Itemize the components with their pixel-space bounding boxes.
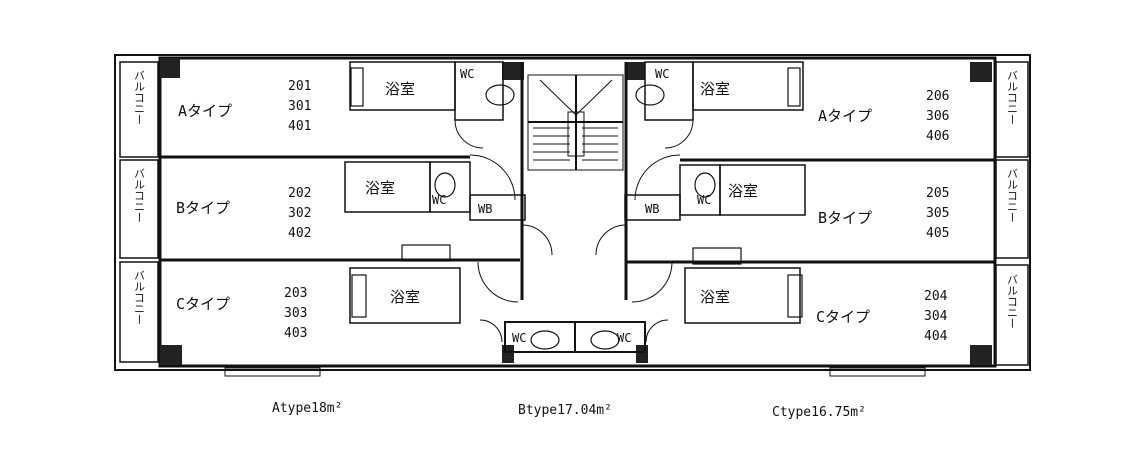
unit-type-label: Cタイプ [176,295,230,313]
unit-type-label: Aタイプ [178,102,232,120]
area-captions: Atype18m² Btype17.04m² Ctype16.75m² [272,401,866,420]
bath-label: 浴室 [365,179,395,197]
room-number: 301 [288,99,311,114]
bath-label: 浴室 [700,288,730,306]
room-number: 206 [926,89,949,104]
fixtures [350,67,803,353]
room-number: 302 [288,206,311,221]
balcony-label: バルコニー [133,270,146,325]
balcony-label: バルコニー [1006,274,1019,329]
unit-type-labels: Aタイプ Bタイプ Cタイプ Aタイプ Bタイプ Cタイプ [176,102,872,326]
door-swings [454,119,694,343]
room-number: 203 [284,286,307,301]
wc-label: WC [697,193,711,207]
balconies [119,61,1029,366]
wb-label: WB [478,202,492,216]
room-number: 402 [288,226,311,241]
staircase [527,74,624,171]
unit-type-label: Bタイプ [818,209,872,227]
unit-type-label: Cタイプ [816,308,870,326]
room-numbers: 201 301 401 202 302 402 203 303 403 206 … [284,79,949,344]
balcony-label: バルコニー [1006,168,1019,223]
wc-label: WC [460,67,474,81]
bath-label: 浴室 [728,182,758,200]
wc-label: WC [432,193,446,207]
room-number: 406 [926,129,949,144]
columns [160,58,992,365]
room-number: 201 [288,79,311,94]
room-number: 306 [926,109,949,124]
bath-label: 浴室 [390,288,420,306]
bath-label: 浴室 [700,80,730,98]
balcony-labels: バルコニー バルコニー バルコニー バルコニー バルコニー バルコニー [133,70,1019,329]
wb-label: WB [645,202,659,216]
left-bath-rooms [344,61,526,324]
interior-walls [160,62,995,300]
unit-type-label: Bタイプ [176,199,230,217]
bath-labels: 浴室 浴室 浴室 浴室 浴室 浴室 [365,80,758,306]
wc-label: WC [512,331,526,345]
room-number: 405 [926,226,949,241]
room-number: 204 [924,289,948,304]
room-number: 401 [288,119,311,134]
building-outline [114,54,1031,371]
caption-b-type: Btype17.04m² [518,403,612,418]
bath-label: 浴室 [385,80,415,98]
windows [224,367,926,377]
room-number: 305 [926,206,949,221]
right-bath-rooms [624,61,806,324]
unit-type-label: Aタイプ [818,107,872,125]
wc-labels: WC WC WC WC WC WC WB WB [432,67,711,345]
room-number: 205 [926,186,949,201]
balcony-label: バルコニー [133,70,146,125]
wc-label: WC [655,67,669,81]
room-number: 304 [924,309,948,324]
room-number: 403 [284,326,307,341]
balcony-label: バルコニー [133,168,146,223]
caption-a-type: Atype18m² [272,401,342,416]
room-number: 303 [284,306,307,321]
wc-label: WC [617,331,631,345]
room-number: 404 [924,329,948,344]
room-number: 202 [288,186,311,201]
caption-c-type: Ctype16.75m² [772,405,866,420]
balcony-label: バルコニー [1006,70,1019,125]
